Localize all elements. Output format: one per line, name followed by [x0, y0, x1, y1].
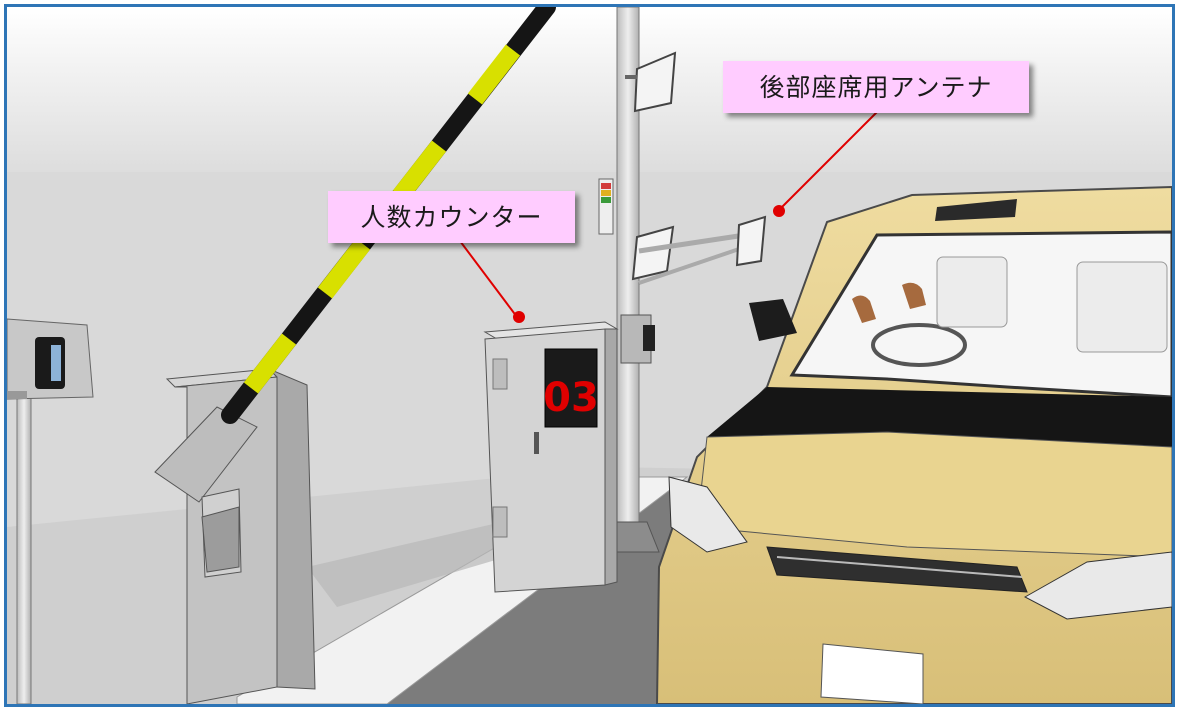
leader-lines — [456, 109, 880, 323]
antenna-leader-dot — [773, 205, 785, 217]
antenna-callout: 後部座席用アンテナ — [723, 61, 1029, 113]
counter-leader-line — [456, 236, 518, 318]
antenna-pole — [598, 7, 767, 553]
counter-callout-label: 人数カウンター — [360, 202, 543, 232]
headlight-right — [1023, 551, 1172, 620]
counter-display-panel — [544, 348, 598, 428]
counter-leader-dot — [513, 311, 525, 323]
sunroof — [935, 199, 1017, 221]
barrier-gate — [154, 368, 316, 704]
counter-callout: 人数カウンター — [328, 191, 575, 243]
antenna-leader-line — [778, 109, 880, 211]
car — [655, 185, 1172, 704]
headlight-left — [668, 476, 748, 553]
hand-left — [852, 295, 876, 323]
parking-gate-scene: 03 — [7, 7, 1172, 704]
seat-rear — [1076, 261, 1168, 353]
ticket-machine — [7, 318, 94, 704]
license-plate — [820, 643, 924, 704]
hood-shadow — [707, 387, 1172, 447]
antenna-callout-label: 後部座席用アンテナ — [759, 72, 993, 102]
counter-cabinet: 03 — [483, 321, 619, 593]
seat — [936, 256, 1008, 328]
hand-right — [902, 282, 926, 309]
illustration-frame: 03 人数カウンター — [4, 4, 1175, 707]
counter-display-value: 03 — [543, 375, 599, 421]
grille — [766, 546, 1028, 593]
side-mirror — [749, 299, 797, 341]
steering-wheel — [871, 323, 967, 367]
